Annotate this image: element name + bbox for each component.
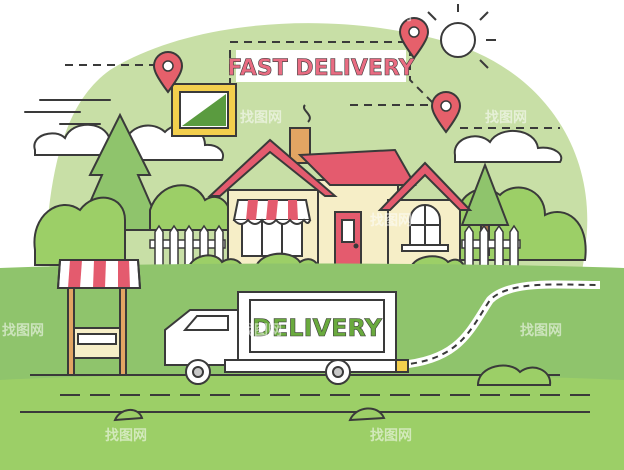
banner-background	[236, 50, 406, 82]
watermarks: 找图网 找图网 找图网 找图网 找图网 找图网 找图网 找图网 找图网 找图网 …	[2, 7, 562, 444]
truck-label: DELIVERY	[252, 314, 383, 342]
cloud-icon	[453, 129, 563, 163]
map-pin-icon	[430, 91, 462, 134]
svg-text:找图网: 找图网	[520, 322, 562, 339]
market-stall	[56, 259, 142, 376]
svg-text:找图网: 找图网	[370, 212, 412, 229]
svg-text:找图网: 找图网	[370, 7, 412, 24]
map-pin-icon	[152, 51, 184, 94]
road	[20, 280, 601, 413]
svg-text:找图网: 找图网	[2, 322, 44, 339]
map-pin-icon	[398, 17, 430, 60]
svg-text:找图网: 找图网	[105, 427, 147, 444]
svg-text:找图网: 找图网	[240, 109, 282, 126]
fence-right	[461, 224, 521, 269]
banner-title: FAST DELIVERY	[227, 56, 415, 81]
speed-lines	[24, 99, 111, 125]
svg-text:找图网: 找图网	[485, 109, 527, 126]
svg-text:找图网: 找图网	[370, 427, 412, 444]
delivery-truck	[164, 291, 409, 385]
grass-front	[0, 374, 624, 470]
bushes-left	[33, 184, 232, 266]
foreground-bushes	[113, 364, 552, 422]
svg-text:找图网: 找图网	[240, 322, 282, 339]
svg-text:找图网: 找图网	[2, 117, 44, 134]
sun-icon	[427, 4, 496, 69]
fence-left	[149, 224, 226, 271]
picture-frame-icon	[171, 83, 237, 137]
svg-text:找图网: 找图网	[105, 7, 147, 24]
house-awning	[232, 199, 312, 225]
